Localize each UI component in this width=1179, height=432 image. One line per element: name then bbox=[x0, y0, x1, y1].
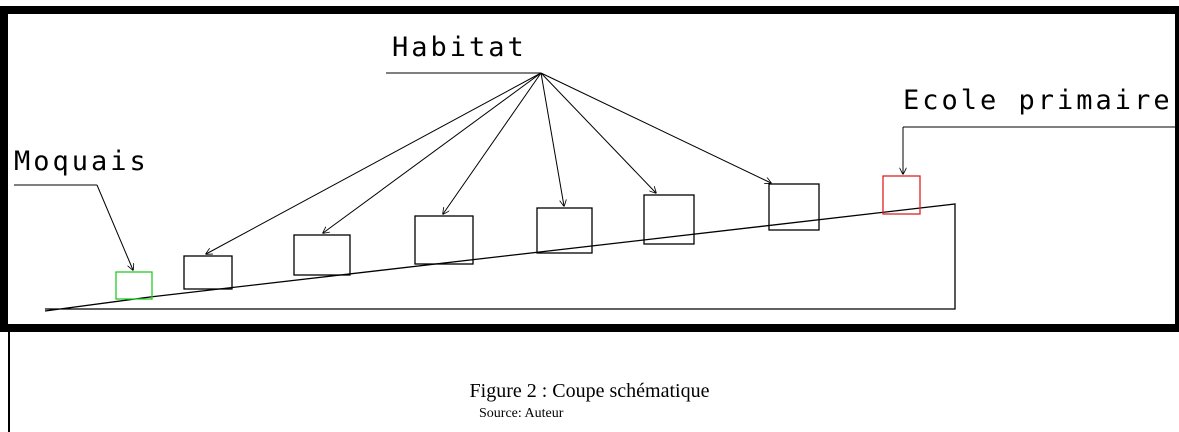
moquais-arrow bbox=[96, 184, 133, 270]
section-diagram: Habitat Ecole primaire Moquais bbox=[0, 6, 1179, 332]
habitat-arrows bbox=[206, 72, 771, 254]
ecole-label: Ecole primaire bbox=[903, 85, 1173, 116]
page-left-rule bbox=[8, 330, 10, 432]
caption-source: Source: Auteur bbox=[479, 406, 564, 421]
habitat-arrow bbox=[540, 72, 564, 206]
moquais-label: Moquais bbox=[14, 146, 149, 177]
habitat-building bbox=[536, 207, 593, 254]
terrain-profile bbox=[44, 203, 956, 312]
habitat-building bbox=[643, 194, 695, 245]
moquais-building bbox=[115, 271, 153, 300]
habitat-arrow bbox=[206, 72, 542, 254]
diagram-frame: Habitat Ecole primaire Moquais bbox=[0, 6, 1179, 332]
habitat-building bbox=[183, 255, 233, 290]
habitat-arrow bbox=[443, 72, 542, 214]
habitat-arrow bbox=[540, 72, 656, 193]
habitat-building bbox=[414, 215, 474, 265]
habitat-building bbox=[768, 183, 820, 231]
habitat-label: Habitat bbox=[392, 32, 527, 63]
caption-title: Figure 2 : Coupe schématique bbox=[469, 380, 710, 402]
habitat-building bbox=[293, 234, 351, 276]
habitat-arrow bbox=[540, 72, 771, 183]
habitat-arrow bbox=[323, 72, 542, 233]
ecole-building bbox=[882, 175, 921, 215]
diagram-border bbox=[0, 6, 1179, 332]
